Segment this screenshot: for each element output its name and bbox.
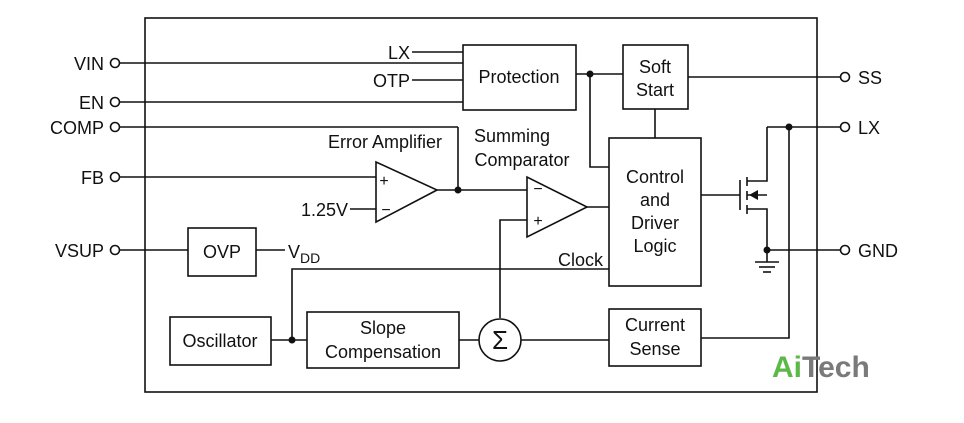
cmp-plus-sign: + [533, 213, 542, 230]
pin-fb-label: FB [81, 168, 104, 188]
junction-ea-out [454, 186, 462, 194]
pin-vin-label: VIN [74, 54, 104, 74]
clock-wire [291, 268, 609, 340]
error-amplifier-label: Error Amplifier [328, 132, 442, 152]
pin-vin [109, 57, 121, 69]
lx-sense-wire [701, 127, 790, 339]
junctions [288, 70, 793, 344]
summing-comparator [526, 175, 589, 239]
power-mosfet [739, 127, 779, 273]
mosfet-drain [747, 127, 768, 182]
current-sense-label-2: Sense [629, 339, 680, 359]
pin-gnd-label: GND [858, 241, 898, 261]
protection-block [462, 44, 577, 111]
pin-gnd [839, 244, 851, 256]
slope-label-2: Compensation [325, 342, 441, 362]
left-pins [109, 57, 121, 256]
protection-out-wire [576, 73, 609, 168]
slope-compensation-block [306, 311, 460, 369]
reference-voltage-label: 1.25V [301, 200, 348, 220]
error-amplifier [375, 160, 439, 224]
pin-comp-label: COMP [50, 118, 104, 138]
oscillator-label: Oscillator [182, 331, 257, 351]
control-label-3: Driver [631, 213, 679, 233]
pin-vsup [109, 244, 121, 256]
pin-fb [109, 171, 121, 183]
mosfet-source [747, 208, 768, 250]
aitech-logo: AiTech [772, 351, 870, 384]
chip-outline [144, 17, 818, 393]
lx-input-label: LX [388, 43, 410, 63]
ea-plus-sign: + [379, 173, 388, 190]
control-label-4: Logic [633, 236, 676, 256]
logo-part-ai: Ai [772, 351, 802, 384]
right-pins [839, 71, 851, 256]
summing-node [478, 318, 522, 362]
vdd-main: V [288, 242, 300, 262]
otp-input-label: OTP [373, 71, 410, 91]
pin-vsup-label: VSUP [55, 241, 104, 261]
junction-protection [586, 70, 594, 78]
summing-label-2: Comparator [474, 150, 569, 170]
pin-en-label: EN [79, 93, 104, 113]
soft-start-label-1: Soft [639, 57, 671, 77]
slope-label-1: Slope [360, 318, 406, 338]
protection-label: Protection [478, 67, 559, 87]
logo-part-tech: Tech [802, 351, 870, 384]
soft-start-block [622, 44, 689, 110]
pin-lx [839, 121, 851, 133]
junction-lx [785, 123, 793, 131]
control-label-1: Control [626, 167, 684, 187]
oscillator-block [169, 316, 272, 366]
ovp-label: OVP [203, 242, 241, 262]
pin-ss [839, 71, 851, 83]
clock-label: Clock [558, 250, 604, 270]
current-sense-label-1: Current [625, 315, 685, 335]
junction-gnd [763, 246, 771, 254]
summing-label-1: Summing [474, 126, 550, 146]
sigma-symbol: Σ [492, 325, 508, 355]
current-sense-block [608, 308, 702, 367]
ovp-block [187, 227, 257, 277]
pin-lx-label: LX [858, 118, 880, 138]
sigma-to-comp-wire [499, 219, 527, 318]
mosfet-arrow [749, 190, 758, 200]
ea-minus-sign: − [381, 202, 390, 219]
soft-start-label-2: Start [636, 80, 674, 100]
control-logic-block [608, 137, 702, 287]
wires [120, 51, 840, 341]
pin-comp [109, 121, 121, 133]
cmp-minus-sign: − [533, 181, 542, 198]
pin-en [109, 96, 121, 108]
junction-oscillator [288, 336, 296, 344]
pin-ss-label: SS [858, 68, 882, 88]
vdd-label: VDD [288, 242, 320, 266]
vdd-subscript: DD [300, 250, 320, 266]
control-label-2: and [640, 190, 670, 210]
